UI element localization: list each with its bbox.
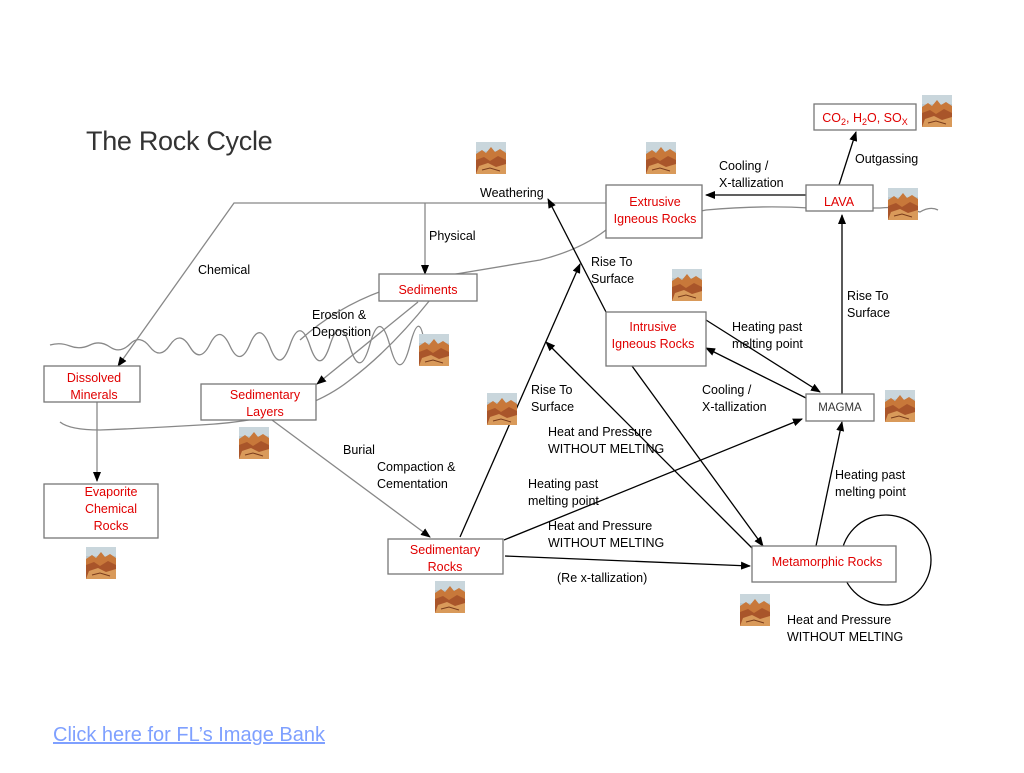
label-weathering: Weathering	[480, 186, 544, 200]
node-boxes	[43, 103, 917, 583]
line-sed-magma	[503, 418, 803, 541]
node-magma: MAGMA	[818, 402, 862, 414]
node-lava: LAVA	[824, 195, 855, 209]
line-metamorphic-extrusive	[545, 341, 753, 549]
node-gases: CO2, H2O, SOX	[822, 111, 908, 127]
rock-thumb-icon[interactable]	[646, 142, 676, 174]
line-sed-rise	[459, 263, 581, 538]
line-intrusive-magma	[705, 319, 821, 393]
rock-thumb-icon[interactable]	[239, 427, 269, 459]
rock-thumb-icon[interactable]	[740, 594, 770, 626]
rock-thumb-icon[interactable]	[476, 142, 506, 174]
line-intrusive-metamorphic	[631, 365, 764, 547]
box-sed-layers	[200, 383, 317, 421]
rock-thumb-icon[interactable]	[435, 581, 465, 613]
label-chemical: Chemical	[198, 263, 250, 277]
line-metamorphic-magma	[815, 421, 845, 547]
label-cooling-mid: Cooling /X-tallization	[702, 383, 767, 414]
box-sediments	[378, 273, 478, 302]
box-dissolved	[43, 365, 141, 403]
box-gases	[813, 103, 917, 131]
rock-thumb-icon[interactable]	[419, 334, 449, 366]
connections	[93, 131, 932, 606]
ground-line-left	[49, 325, 426, 366]
rock-thumb-icon[interactable]	[885, 390, 915, 422]
rock-thumb-icon[interactable]	[487, 393, 517, 425]
label-outgassing: Outgassing	[855, 152, 918, 166]
rock-thumb-icon[interactable]	[922, 95, 952, 127]
line-outgassing	[838, 131, 858, 186]
box-lava	[805, 184, 874, 212]
node-metamorphic: Metamorphic Rocks	[772, 555, 882, 569]
label-burial: Burial	[343, 443, 375, 457]
line-weathering	[117, 202, 606, 367]
label-compaction: Compaction &Cementation	[377, 460, 456, 491]
box-intrusive	[605, 311, 707, 367]
box-extrusive	[605, 184, 703, 239]
rock-thumb-icon[interactable]	[86, 547, 116, 579]
process-labels: Outgassing Cooling /X-tallization Weathe…	[198, 152, 918, 644]
page-title: The Rock Cycle	[86, 126, 273, 156]
box-sed-rocks	[387, 538, 504, 575]
image-bank-link[interactable]: Click here for FL’s Image Bank	[53, 724, 325, 746]
label-cooling-top: Cooling /X-tallization	[719, 159, 784, 190]
box-magma	[805, 393, 875, 422]
line-erosion	[316, 301, 419, 385]
line-magma-intrusive	[705, 347, 807, 399]
line-sed-metamorphic	[504, 555, 751, 570]
box-metamorphic	[751, 545, 897, 583]
line-intrusive-weathering	[547, 198, 607, 313]
node-sediments: Sediments	[398, 283, 457, 297]
line-burial	[271, 419, 431, 538]
rock-thumb-icon[interactable]	[672, 269, 702, 301]
box-evaporite	[43, 483, 159, 539]
label-physical: Physical	[429, 229, 476, 243]
rock-thumb-icon[interactable]	[888, 188, 918, 220]
label-erosion: Erosion &Deposition	[312, 308, 371, 339]
label-recrystal: (Re x-tallization)	[557, 571, 647, 585]
